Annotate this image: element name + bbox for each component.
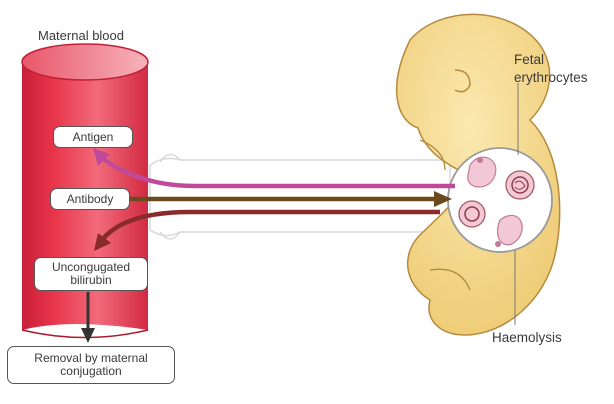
fetal-erythrocytes-label: Fetal erythrocytes xyxy=(514,52,588,85)
haemolysis-label: Haemolysis xyxy=(492,330,562,345)
erythrocyte-magnifier xyxy=(448,148,552,252)
fetal-erythrocytes-line-1: Fetal xyxy=(514,52,588,67)
removal-line-2: conjugation xyxy=(60,365,121,378)
fetal-erythrocytes-line-2: erythrocytes xyxy=(514,70,588,85)
maternal-blood-label: Maternal blood xyxy=(38,28,124,43)
antibody-box: Antibody xyxy=(50,188,130,210)
erythrocyte-cell xyxy=(459,201,485,227)
umbilical-tube xyxy=(150,154,450,239)
unconjugated-bilirubin-box: Uncongugated bilirubin xyxy=(34,257,148,291)
antigen-box: Antigen xyxy=(53,126,133,148)
antigen-box-label: Antigen xyxy=(73,131,114,144)
removal-box: Removal by maternal conjugation xyxy=(7,346,175,384)
erythrocyte-cell xyxy=(506,171,534,199)
unconjugated-bilirubin-line-2: bilirubin xyxy=(70,274,111,287)
antibody-box-label: Antibody xyxy=(67,193,114,206)
